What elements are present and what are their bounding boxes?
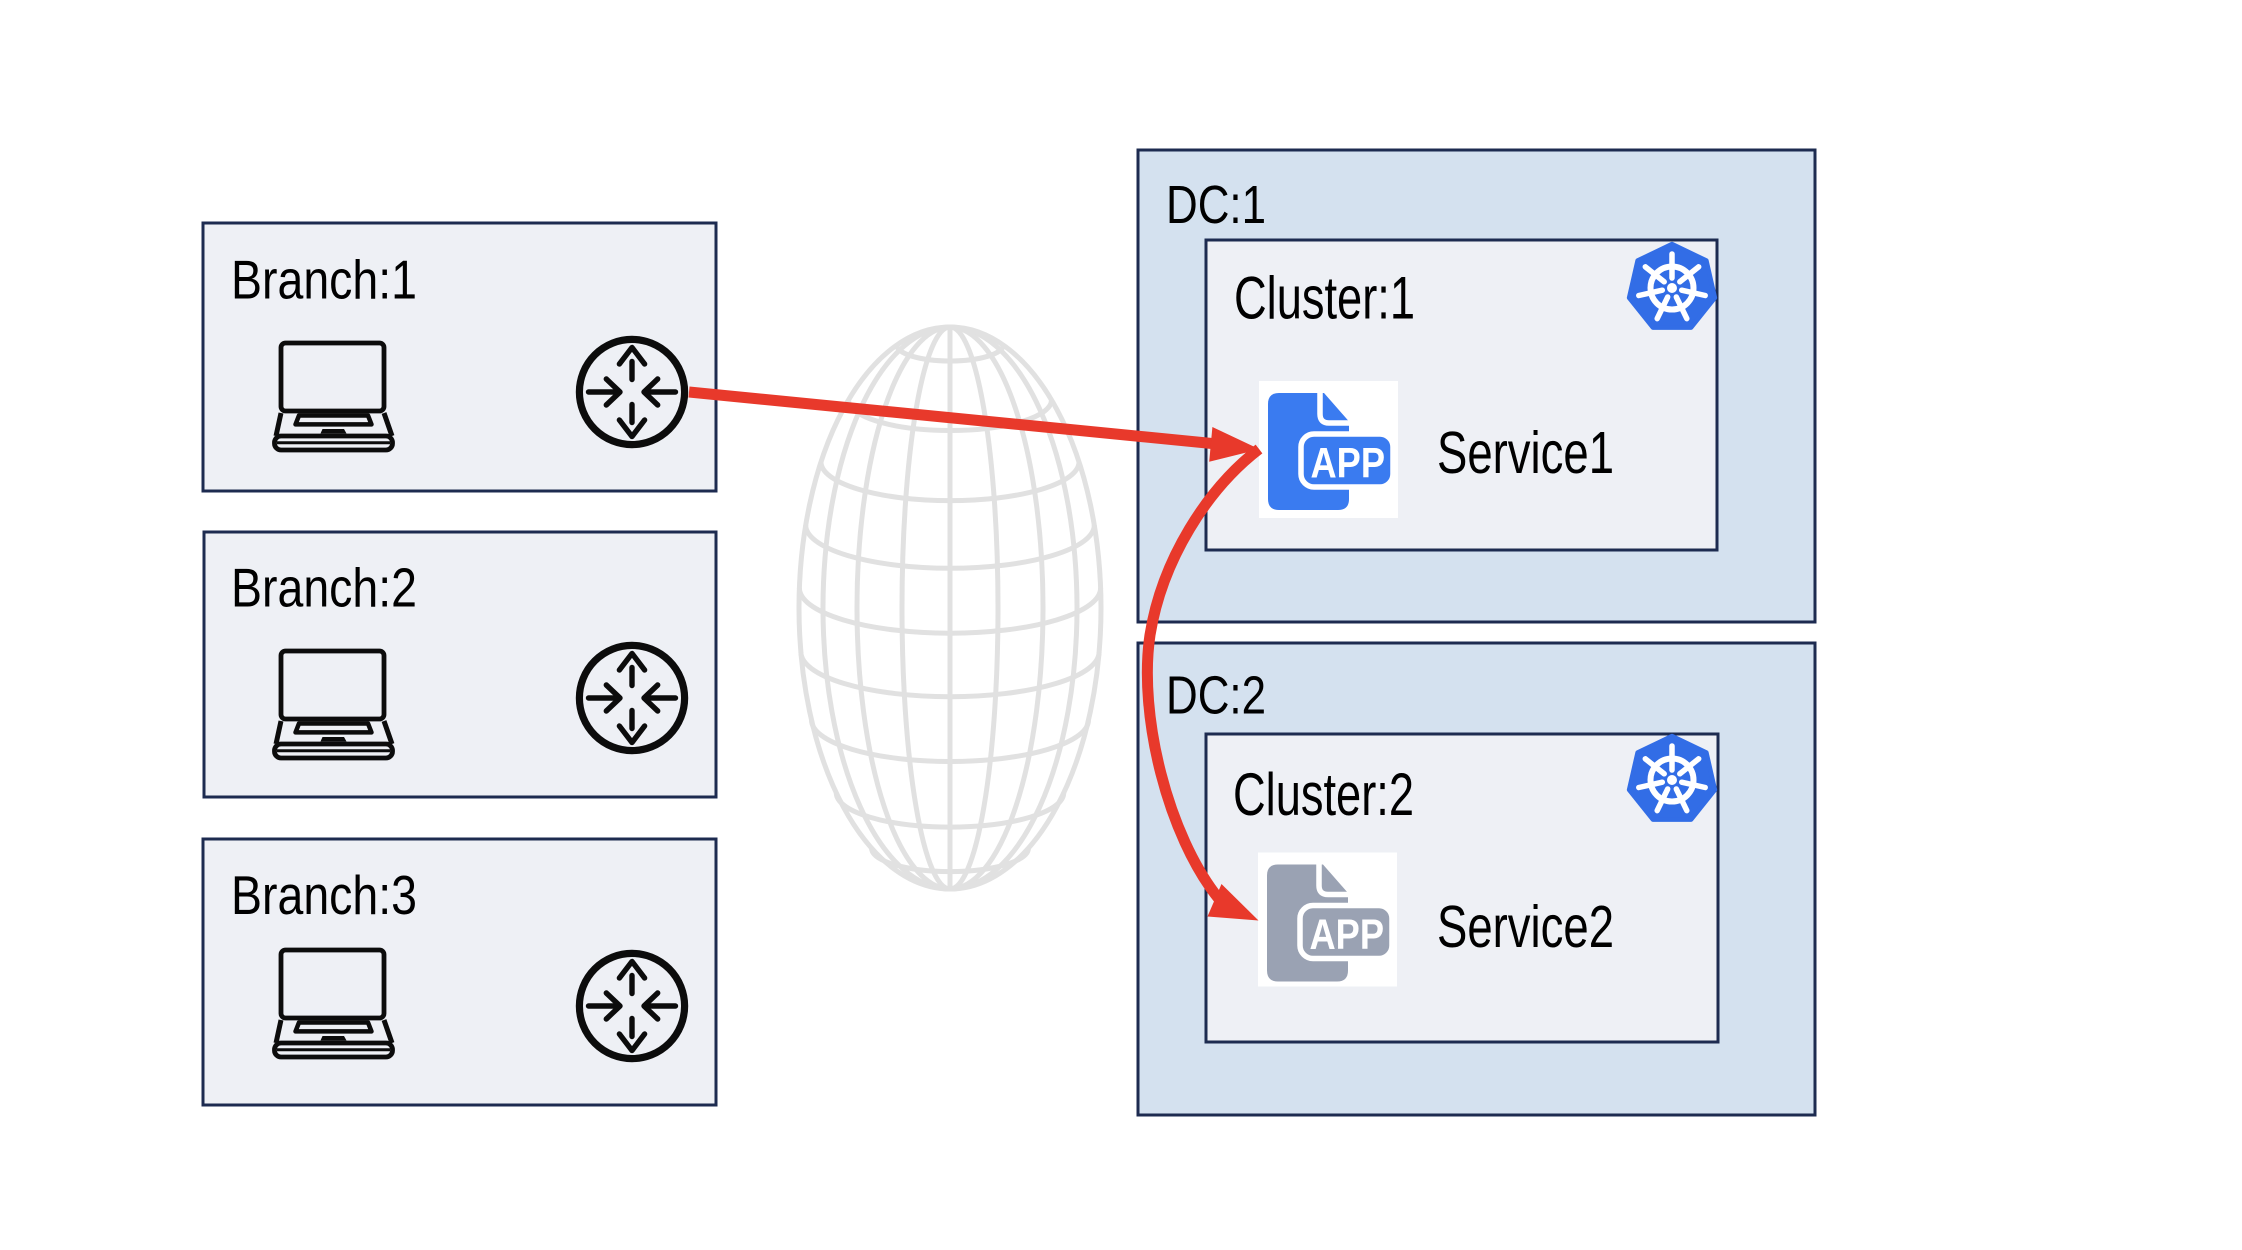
svg-text:Cluster:2: Cluster:2: [1233, 761, 1414, 828]
svg-text:APP: APP: [1311, 440, 1386, 488]
svg-text:Branch:2: Branch:2: [231, 557, 417, 619]
svg-text:DC:1: DC:1: [1166, 175, 1266, 235]
svg-text:APP: APP: [1310, 911, 1385, 959]
svg-text:Branch:3: Branch:3: [231, 864, 417, 926]
svg-text:Service2: Service2: [1437, 894, 1614, 960]
svg-text:Service1: Service1: [1437, 420, 1614, 486]
svg-text:DC:2: DC:2: [1166, 666, 1266, 726]
svg-text:Branch:1: Branch:1: [231, 249, 417, 311]
svg-text:Cluster:1: Cluster:1: [1234, 264, 1415, 331]
